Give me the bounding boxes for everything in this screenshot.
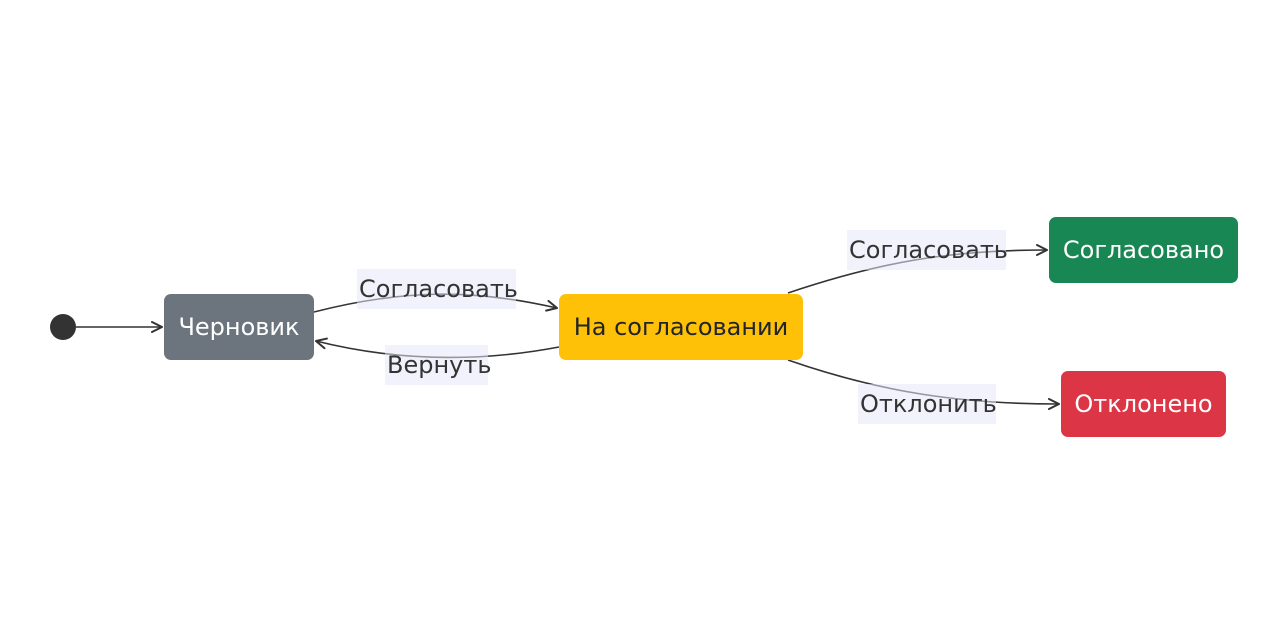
edge-label-submit: Согласовать <box>357 269 518 309</box>
start-node <box>50 314 76 340</box>
edge-label-return: Вернуть <box>385 345 491 385</box>
edge-label-approve: Согласовать <box>847 230 1008 270</box>
state-rejected[interactable]: Отклонено <box>1061 371 1226 437</box>
state-approved[interactable]: Согласовано <box>1049 217 1238 283</box>
state-draft[interactable]: Черновик <box>164 294 314 360</box>
edge-label-reject: Отклонить <box>858 384 997 424</box>
state-on-review[interactable]: На согласовании <box>559 294 803 360</box>
